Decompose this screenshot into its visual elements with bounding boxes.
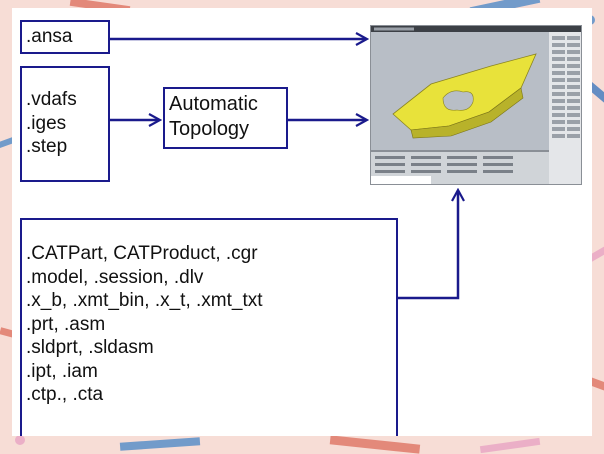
cad-formats-box: .CATPart, CATProduct, .cgr .model, .sess… xyxy=(20,218,398,436)
arrow-cad-to-screenshot xyxy=(398,191,458,300)
format-model: .model, .session, .dlv xyxy=(26,266,204,288)
format-iges: .iges xyxy=(26,112,67,134)
format-ctp: .ctp., .cta xyxy=(26,384,104,405)
format-solidworks: .sldprt, .sldasm xyxy=(26,337,154,358)
process-label-line2: Topology xyxy=(169,118,250,140)
native-format-box: .ansa xyxy=(20,20,110,54)
connector-arrows xyxy=(110,8,592,300)
format-ansa: .ansa xyxy=(26,26,73,47)
format-vdafs: .vdafs xyxy=(26,89,77,110)
format-prt: .prt, .asm xyxy=(26,313,106,335)
diagram-slide: .ansa .vdafs .iges .step Automatic Topol… xyxy=(12,8,592,436)
process-label-line1: Automatic xyxy=(169,93,258,115)
ansa-screenshot xyxy=(370,25,582,185)
ansa-screenshot-graphic xyxy=(371,26,581,184)
yellow-part-model xyxy=(392,53,537,139)
neutral-formats-box: .vdafs .iges .step xyxy=(20,66,110,182)
format-parasolid: .x_b, .xmt_bin, .x_t, .xmt_txt xyxy=(26,290,263,311)
automatic-topology-box: Automatic Topology xyxy=(163,87,288,149)
format-step: .step xyxy=(26,136,68,157)
format-inventor: .ipt, .iam xyxy=(26,360,98,382)
format-catia: .CATPart, CATProduct, .cgr xyxy=(26,243,258,264)
